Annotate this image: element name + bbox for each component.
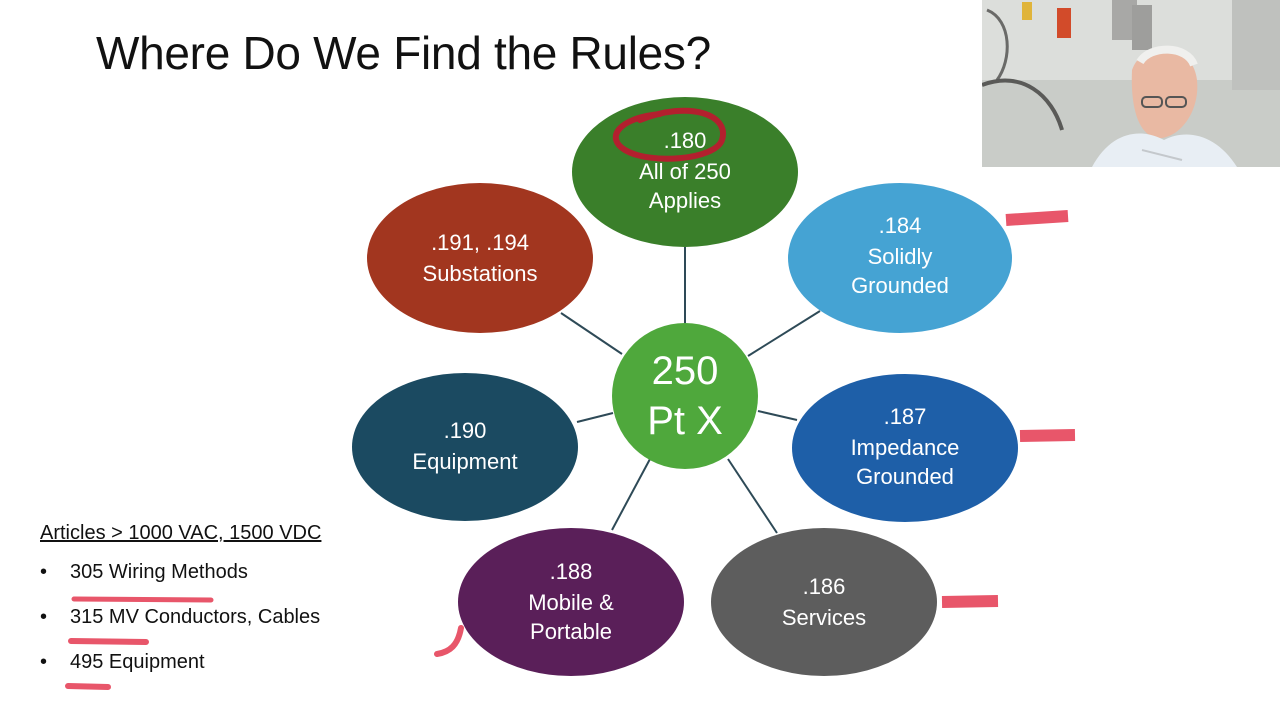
node-184-line-2: Solidly xyxy=(868,244,933,269)
node-188-line-1: .188 xyxy=(550,559,593,584)
node-186-line-2: Services xyxy=(782,605,866,630)
connectors xyxy=(560,247,821,534)
bullet-icon: • xyxy=(40,561,48,583)
node-180: .180 All of 250 Applies xyxy=(572,97,798,247)
hub-node: 250 Pt X xyxy=(612,323,758,469)
annotations xyxy=(65,107,1076,690)
node-187-line-3: Grounded xyxy=(856,464,954,489)
node-188-line-3: Portable xyxy=(530,619,612,644)
connector-188 xyxy=(611,458,651,531)
node-180-line-2: All of 250 xyxy=(639,159,731,184)
node-190-line-2: Equipment xyxy=(412,449,517,474)
mark-184 xyxy=(1005,210,1069,226)
node-190-line-1: .190 xyxy=(444,418,487,443)
node-180-line-1: .180 xyxy=(664,128,707,153)
node-190: .190 Equipment xyxy=(352,373,578,521)
node-186-line-1: .186 xyxy=(803,574,846,599)
node-184-line-3: Grounded xyxy=(851,273,949,298)
list-item: • 305 Wiring Methods xyxy=(40,559,321,604)
node-187-line-2: Impedance xyxy=(851,435,960,460)
mark-186 xyxy=(941,595,999,608)
bullet-icon: • xyxy=(40,606,48,628)
webcam-overlay xyxy=(982,0,1280,167)
node-188: .188 Mobile & Portable xyxy=(458,528,684,676)
node-187: .187 Impedance Grounded xyxy=(792,374,1018,522)
connector-191-194 xyxy=(560,312,623,355)
articles-list: • 305 Wiring Methods • 315 MV Conductors… xyxy=(40,559,321,694)
articles-heading: Articles > 1000 VAC, 1500 VDC xyxy=(40,522,322,544)
list-item: • 315 MV Conductors, Cables xyxy=(40,604,321,649)
article-315-text: 315 MV Conductors, Cables xyxy=(70,606,321,628)
node-188-line-2: Mobile & xyxy=(528,590,614,615)
node-186: .186 Services xyxy=(711,528,937,676)
slide-title: Where Do We Find the Rules? xyxy=(96,27,711,79)
connector-190 xyxy=(576,412,614,423)
mark-187 xyxy=(1019,429,1076,442)
connector-186 xyxy=(727,458,778,534)
node-184-line-1: .184 xyxy=(879,213,922,238)
hub-line-1: 250 xyxy=(652,349,719,393)
underline-305 xyxy=(71,596,214,603)
presenter-video-image xyxy=(982,0,1280,167)
node-191-194-line-2: Substations xyxy=(423,261,538,286)
article-305-text: 305 Wiring Methods xyxy=(70,561,248,583)
node-187-line-1: .187 xyxy=(884,404,927,429)
circle-annotation-180 xyxy=(612,107,726,162)
node-180-line-3: Applies xyxy=(649,188,721,213)
connector-184 xyxy=(747,310,821,357)
list-item: • 495 Equipment xyxy=(40,649,321,694)
hub-line-2: Pt X xyxy=(647,399,723,443)
node-191-194: .191, .194 Substations xyxy=(367,183,593,333)
node-184: .184 Solidly Grounded xyxy=(788,183,1012,333)
underline-495 xyxy=(65,683,111,690)
articles-list-section: Articles > 1000 VAC, 1500 VDC • 305 Wiri… xyxy=(40,522,321,694)
article-495-text: 495 Equipment xyxy=(70,651,205,673)
underline-315 xyxy=(68,638,149,645)
connector-187 xyxy=(757,410,798,421)
mark-188 xyxy=(434,625,464,657)
node-191-194-line-1: .191, .194 xyxy=(431,230,529,255)
bullet-icon: • xyxy=(40,651,48,673)
